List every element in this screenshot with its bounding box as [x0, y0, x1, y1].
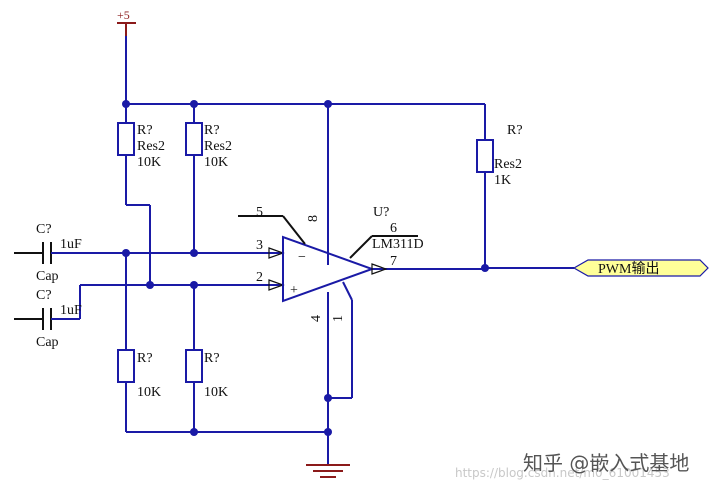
pwm-output-port: PWM输出 [572, 259, 709, 277]
r5-ref: R? [507, 123, 523, 138]
r1-type: Res2 [137, 139, 165, 154]
pin-8-label: 8 [306, 215, 321, 222]
junction-dots [122, 100, 489, 436]
comparator-part: LM311D [372, 237, 424, 252]
pin-7-label: 7 [390, 254, 397, 269]
watermark-text: 知乎 @嵌入式基地 [523, 451, 689, 475]
pwm-output-label: PWM输出 [598, 261, 659, 277]
comparator-ref: U? [373, 205, 389, 220]
resistor-r4: R? 10K [185, 349, 228, 432]
pin-4-label: 4 [309, 315, 324, 322]
c1-type: Cap [36, 269, 59, 284]
r1-value: 10K [137, 155, 161, 170]
junction-dot [122, 100, 130, 108]
junction-dot [190, 100, 198, 108]
junction-dot [190, 249, 198, 257]
junction-dot [324, 394, 332, 402]
capacitor-c1: C? 1uF Cap [14, 222, 126, 284]
power-label: +5 [117, 8, 130, 22]
watermark-url: https://blog.csdn.net/m0_61001453 [455, 466, 670, 480]
r2-type: Res2 [204, 139, 232, 154]
bottom-rail [126, 281, 353, 465]
c2-ref: C? [36, 288, 52, 303]
top-rail [125, 36, 486, 265]
c1-ref: C? [36, 222, 52, 237]
r3-ref: R? [137, 351, 153, 366]
pin-1-label: 1 [331, 315, 346, 322]
capacitor-c2: C? 1uF Cap [14, 284, 150, 350]
r4-ref: R? [204, 351, 220, 366]
pin-2-label: 2 [256, 270, 263, 285]
resistor-r3: R? 10K [117, 349, 161, 432]
junction-dot [146, 281, 154, 289]
c1-value: 1uF [60, 237, 82, 252]
pin-6-label: 6 [390, 221, 397, 236]
r2-ref: R? [204, 123, 220, 138]
r4-value: 10K [204, 385, 228, 400]
r1-ref: R? [137, 123, 153, 138]
pin-3-label: 3 [256, 238, 263, 253]
junction-dot [190, 281, 198, 289]
resistor-r5: R? Res2 1K [476, 123, 523, 268]
c2-type: Cap [36, 335, 59, 350]
input-nets [125, 247, 285, 350]
watermark: https://blog.csdn.net/m0_61001453 知乎 @嵌入… [455, 451, 689, 480]
junction-dot [190, 428, 198, 436]
junction-dot [324, 100, 332, 108]
junction-dot [122, 249, 130, 257]
comparator-lm311d: − + 5 8 3 2 6 7 4 1 U? LM311D [238, 205, 485, 322]
plus-input-sign: + [290, 283, 298, 298]
resistor-r1: R? Res2 10K [117, 122, 165, 285]
ground-symbol [306, 464, 350, 478]
resistor-r2: R? Res2 10K [185, 122, 232, 253]
r5-type: Res2 [494, 157, 522, 172]
power-symbol-5v: +5 [117, 8, 136, 36]
junction-dot [481, 264, 489, 272]
junction-dot [324, 428, 332, 436]
c2-value: 1uF [60, 303, 82, 318]
r3-value: 10K [137, 385, 161, 400]
minus-input-sign: − [298, 250, 306, 265]
pin-5-label: 5 [256, 205, 263, 220]
r5-value: 1K [494, 173, 511, 188]
r2-value: 10K [204, 155, 228, 170]
